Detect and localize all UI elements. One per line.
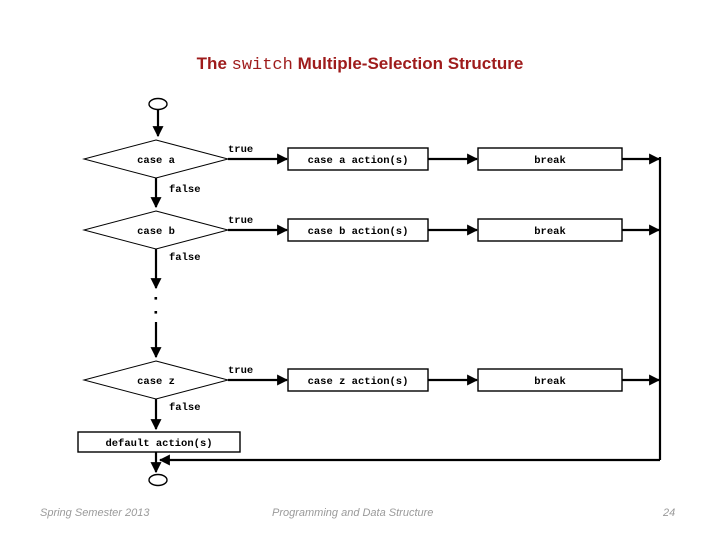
action-box-case-b-label: case b action(s) — [308, 226, 409, 238]
break-box-1-label: break — [534, 155, 566, 167]
page-title: The switch Multiple-Selection Structure — [0, 54, 720, 75]
default-action-box-label: default action(s) — [105, 438, 212, 450]
footer-left: Spring Semester 2013 — [40, 507, 150, 519]
action-box-case-z-label: case z action(s) — [308, 376, 409, 388]
branch-false-label-1: false — [169, 184, 201, 196]
title-keyword: switch — [231, 56, 293, 75]
break-box-2-label: break — [534, 226, 566, 238]
switch-flowchart: case a true false case a action(s) break… — [77, 97, 662, 487]
branch-true-label-2: true — [228, 215, 253, 227]
decision-case-z-label: case z — [137, 376, 175, 388]
branch-true-label-3: true — [228, 365, 253, 377]
footer-page-number: 24 — [663, 507, 676, 519]
vertical-ellipsis — [154, 297, 158, 314]
end-connector — [148, 473, 168, 487]
default-action-box — [77, 431, 241, 453]
decision-case-b-label: case b — [137, 226, 175, 238]
action-box-case-a-label: case a action(s) — [308, 155, 409, 167]
branch-true-label-1: true — [228, 144, 253, 156]
footer-center: Programming and Data Structure — [272, 507, 434, 519]
decision-case-a-label: case a — [137, 155, 176, 167]
branch-false-label-3: false — [169, 402, 201, 414]
break-box-3-label: break — [534, 376, 566, 388]
title-prefix: The — [196, 54, 232, 73]
branch-false-label-2: false — [169, 252, 201, 264]
title-suffix: Multiple-Selection Structure — [292, 54, 524, 73]
start-connector — [148, 97, 168, 111]
